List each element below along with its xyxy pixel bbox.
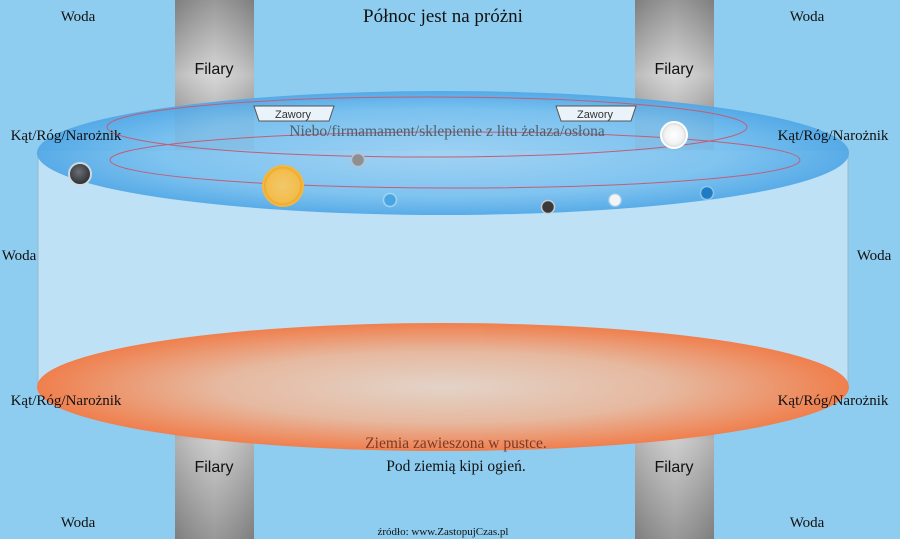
fire-label: Pod ziemią kipi ogień. (386, 458, 525, 475)
source-label: źródło: www.ZastopujCzas.pl (378, 526, 509, 538)
corner-label-bottom-left: Kąt/Róg/Narożnik (11, 393, 122, 409)
water-label-bottom-left: Woda (61, 515, 96, 531)
water-label-mid-left: Woda (2, 248, 37, 264)
water-label-mid-right: Woda (857, 248, 892, 264)
earth-label: Ziemia zawieszona w pustce. (365, 435, 547, 452)
pillar-label-bottom-right: Filary (654, 459, 693, 476)
orbit-outer (106, 96, 748, 158)
firmament-dome (37, 91, 849, 215)
water-label-bottom-right: Woda (790, 515, 825, 531)
pillar-label-bottom-left: Filary (194, 459, 233, 476)
moon-icon (660, 121, 688, 149)
dark-blue-planet-icon (699, 185, 715, 201)
water-label-top-left: Woda (61, 9, 96, 25)
valve-left (253, 105, 335, 122)
valve-label-left: Zawory (275, 109, 312, 121)
water-label-top-right: Woda (790, 9, 825, 25)
blue-planet-icon (382, 192, 398, 208)
earth-disk (37, 323, 849, 451)
title: Północ jest na próżni (363, 6, 523, 27)
valve-right (555, 105, 637, 122)
firmament-label: Niebo/firmamament/sklepienie z litu żela… (289, 123, 605, 140)
corner-label-top-left: Kąt/Róg/Narożnik (11, 128, 122, 144)
corner-label-bottom-right: Kąt/Róg/Narożnik (778, 393, 889, 409)
white-planet-icon (607, 192, 623, 208)
pillar-label-top-left: Filary (194, 61, 233, 78)
black-planet-icon (540, 199, 556, 215)
gray-planet-icon (350, 152, 366, 168)
valve-label-right: Zawory (577, 109, 614, 121)
sun-icon (262, 165, 304, 207)
pillar-label-top-right: Filary (654, 61, 693, 78)
corner-label-top-right: Kąt/Róg/Narożnik (778, 128, 889, 144)
orbit-inner (109, 131, 801, 189)
dark-planet-icon (68, 162, 92, 186)
